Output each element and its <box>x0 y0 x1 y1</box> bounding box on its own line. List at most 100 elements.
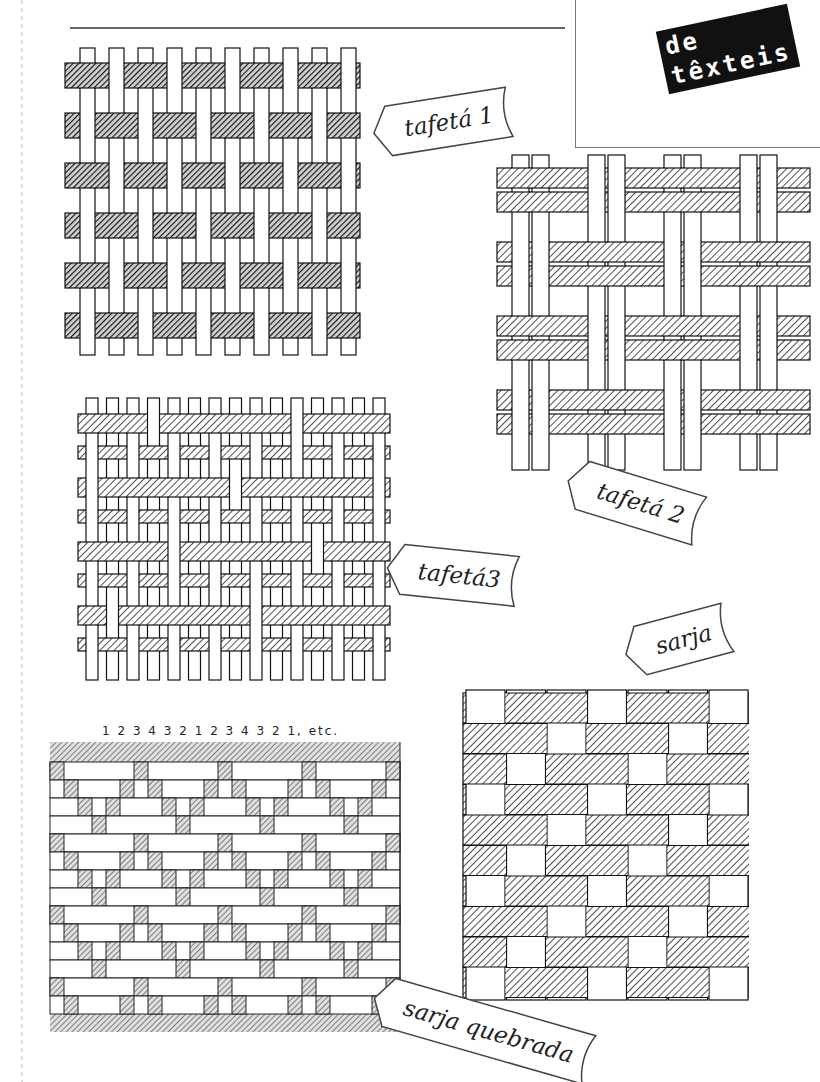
weft-edge <box>759 241 778 242</box>
weft-float <box>759 414 778 434</box>
weft-float <box>85 542 99 561</box>
weft-float <box>106 574 120 587</box>
weft-edge <box>546 722 587 723</box>
weft-float <box>79 163 96 188</box>
warp-strip <box>760 155 777 470</box>
weft-float <box>506 724 547 754</box>
weft-float <box>587 724 628 754</box>
weft-edge <box>668 875 709 876</box>
warp-strip <box>512 155 529 470</box>
weft-edge <box>546 692 587 693</box>
weft-edge <box>352 541 366 542</box>
weft-float <box>683 316 702 336</box>
weft-float <box>311 446 325 459</box>
weft-float <box>739 242 758 262</box>
weft-float <box>506 876 547 906</box>
weft-float <box>668 968 709 998</box>
warp-cell <box>330 798 344 816</box>
weft-edge <box>739 389 758 390</box>
warp-cell <box>330 942 344 960</box>
basket-weave <box>497 155 810 470</box>
weft-float <box>311 638 325 651</box>
weft-edge <box>188 432 202 433</box>
weft-edge <box>465 844 506 845</box>
weft-edge <box>290 560 304 561</box>
weft-edge <box>311 509 325 510</box>
warp-strip <box>109 48 124 355</box>
weft-edge <box>229 573 243 574</box>
weft-float <box>340 113 357 138</box>
weft-float <box>465 754 506 784</box>
weft-float <box>229 606 243 625</box>
warp-strip <box>628 690 667 1000</box>
weft-edge <box>663 191 682 192</box>
warp-cell <box>50 906 64 924</box>
weft-edge <box>546 814 587 815</box>
weft-edge <box>108 337 125 338</box>
weft-float <box>708 815 749 845</box>
tag-border <box>368 974 596 1082</box>
weft-float <box>331 542 345 561</box>
twill-weave <box>463 690 749 1000</box>
warp-cell <box>302 834 316 852</box>
weft-edge <box>224 337 241 338</box>
weft-float <box>506 968 547 998</box>
weft-float <box>511 168 530 188</box>
weft-edge <box>147 560 161 561</box>
weft-float <box>290 478 304 497</box>
weft-float <box>506 785 547 815</box>
weft-float <box>106 414 120 433</box>
weft-float <box>188 446 202 459</box>
weft-edge <box>208 432 222 433</box>
warp-cell <box>92 888 106 906</box>
weft-float <box>311 414 325 433</box>
weft-edge <box>106 637 120 638</box>
weft-edge <box>668 967 709 968</box>
weft-float <box>85 606 99 625</box>
weft-edge <box>465 966 506 967</box>
weft-edge <box>270 560 284 561</box>
weft-float <box>282 213 299 238</box>
warp-cell <box>316 852 330 870</box>
weft-edge <box>270 445 284 446</box>
weft-float <box>290 542 304 561</box>
weft-edge <box>683 211 702 212</box>
warp-cell <box>372 924 386 942</box>
weft-edge <box>546 967 587 968</box>
weft-row <box>50 942 400 960</box>
weft-float <box>465 907 506 937</box>
weft-edge <box>506 967 547 968</box>
warp-strip <box>740 155 757 470</box>
weft-edge <box>167 477 181 478</box>
warp-strip <box>353 398 365 680</box>
weft-edge <box>708 906 749 907</box>
weft-edge <box>167 496 181 497</box>
weft-edge <box>166 212 183 213</box>
weft-edge <box>311 458 325 459</box>
weft-edge <box>587 845 628 846</box>
weft-edge <box>352 573 366 574</box>
weft-edge <box>126 541 140 542</box>
weft-edge <box>372 605 386 606</box>
weft-edge <box>188 445 202 446</box>
plain-weave-1 <box>65 48 360 355</box>
warp-cell <box>190 942 204 960</box>
weft-edge <box>195 187 212 188</box>
weft-edge <box>607 409 626 410</box>
weft-float <box>229 638 243 651</box>
warp-cell <box>344 888 358 906</box>
sequence-label: 1 2 3 4 3 2 1 2 3 4 3 2 1, etc. <box>102 724 339 738</box>
weft-float <box>249 414 263 433</box>
weft-edge <box>506 722 547 723</box>
weft-float <box>372 542 386 561</box>
warp-cell <box>64 780 78 798</box>
weft-float <box>708 754 749 784</box>
weft-edge <box>511 359 530 360</box>
weft-float <box>270 478 284 497</box>
weft-edge <box>708 753 749 754</box>
weft-float <box>188 574 202 587</box>
weft-edge <box>668 784 709 785</box>
warp-cell <box>344 816 358 834</box>
weft-edge <box>311 432 325 433</box>
